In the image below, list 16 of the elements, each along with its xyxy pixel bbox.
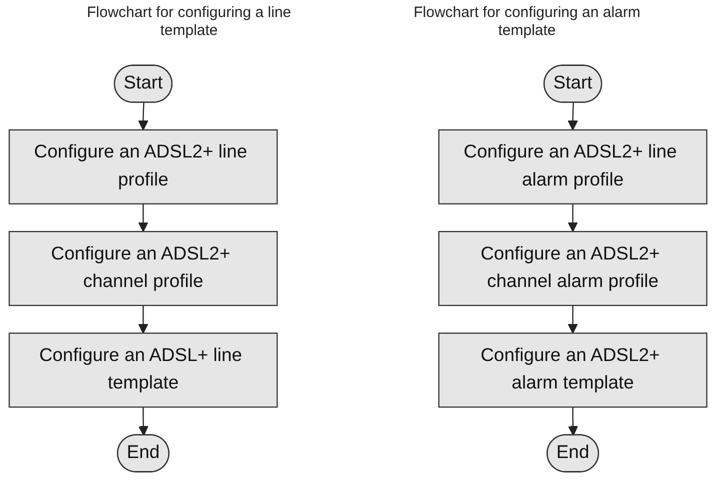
arrow <box>568 407 578 436</box>
arrow <box>138 407 148 436</box>
arrow <box>568 305 578 334</box>
flowchart-heading: Flowchart for configuring a line template <box>86 4 292 40</box>
node-box: Configure an ADSL2+ channel alarm profile <box>438 230 708 306</box>
node-box: Configure an ADSL+ line template <box>8 332 278 408</box>
arrow <box>138 305 148 334</box>
node-box: Configure an ADSL2+ line profile <box>8 129 278 204</box>
arrow <box>568 102 578 130</box>
node-box: Configure an ADSL2+ alarm template <box>438 332 708 408</box>
node-box: Configure an ADSL2+ line alarm profile <box>438 129 708 204</box>
arrow <box>138 204 148 232</box>
flowchart-heading: Flowchart for configuring an alarm template <box>412 4 642 40</box>
arrow <box>138 102 148 130</box>
arrow <box>568 204 578 232</box>
node-box: Configure an ADSL2+ channel profile <box>8 230 278 306</box>
